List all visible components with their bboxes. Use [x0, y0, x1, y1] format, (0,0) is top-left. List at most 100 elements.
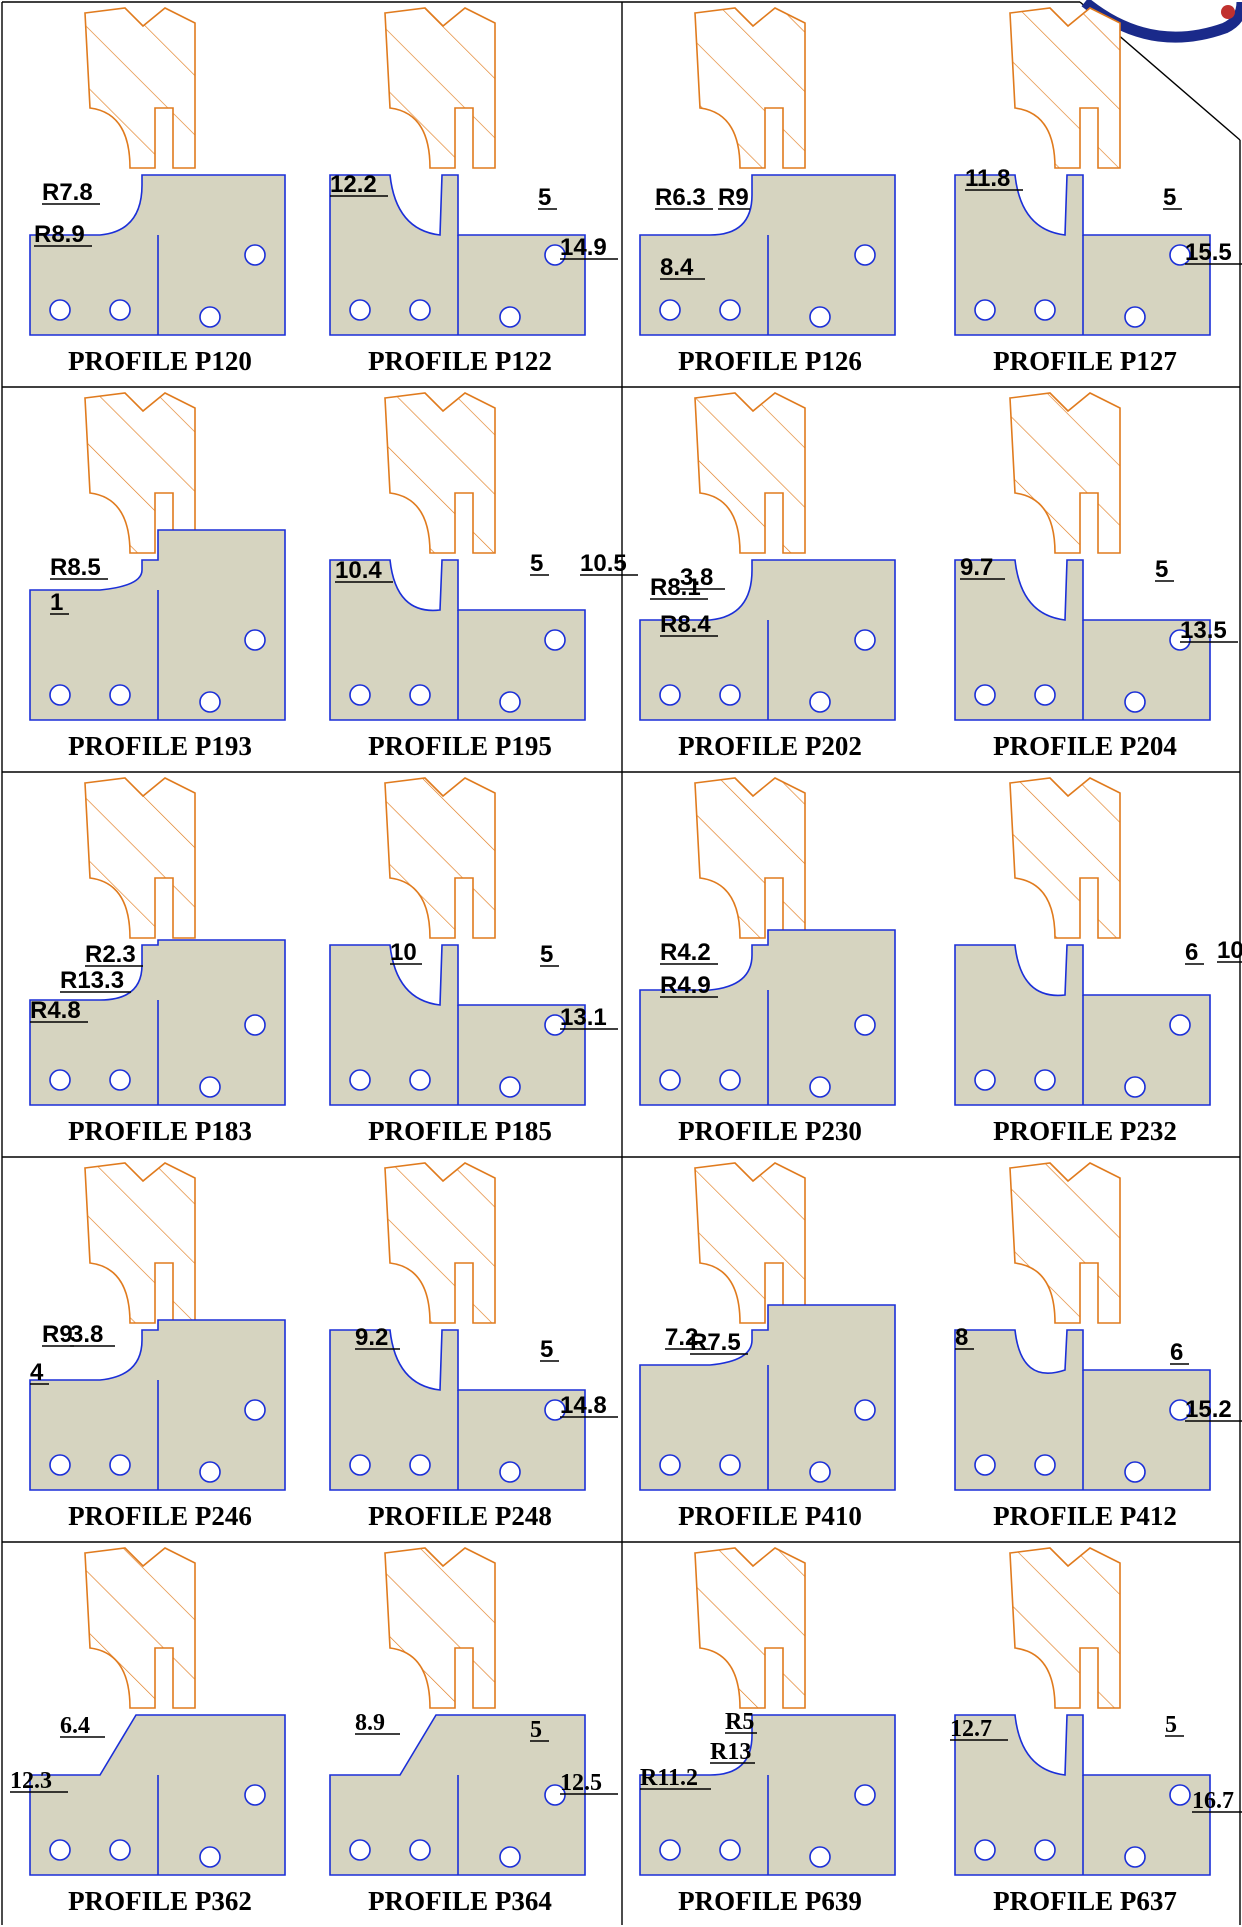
bolt-hole [499, 1076, 521, 1098]
bolt-hole [499, 306, 521, 328]
wood-hatch [85, 1548, 195, 1708]
bolt-hole [409, 1069, 431, 1091]
bolt-hole [854, 1399, 876, 1421]
bolt-hole [544, 1014, 566, 1036]
bolt-hole [349, 1069, 371, 1091]
bolt-hole [349, 1839, 371, 1861]
bolt-hole [974, 684, 996, 706]
dimension-label: 5 [540, 1336, 553, 1363]
bolt-hole [1034, 684, 1056, 706]
bolt-hole [659, 1839, 681, 1861]
dimension-label: 12.3 [10, 1768, 52, 1794]
bolt-hole [349, 299, 371, 321]
bolt-hole [544, 1784, 566, 1806]
bolt-hole [659, 684, 681, 706]
bolt-hole [109, 1839, 131, 1861]
profile-title: PROFILE P204 [993, 731, 1177, 761]
profile-title: PROFILE P364 [368, 1886, 552, 1916]
dimension-label: R5 [725, 1709, 754, 1735]
dimension-label: 9.2 [355, 1324, 388, 1351]
profile-title: PROFILE P246 [68, 1501, 252, 1531]
bolt-hole [109, 299, 131, 321]
dimension-label: 12.2 [330, 171, 377, 198]
dimension-label: R8.1 [650, 574, 701, 601]
bolt-hole [1124, 1846, 1146, 1868]
wood-hatch [85, 778, 195, 938]
wood-hatch [385, 1163, 495, 1323]
bolt-hole [109, 1069, 131, 1091]
dimension-label: R4.2 [660, 939, 711, 966]
bolt-hole [1169, 244, 1191, 266]
bolt-hole [854, 1014, 876, 1036]
bolt-hole [1169, 629, 1191, 651]
dimension-label: 8.9 [355, 1710, 385, 1736]
bolt-hole [49, 1454, 71, 1476]
bolt-hole [809, 1076, 831, 1098]
bolt-hole [1034, 1839, 1056, 1861]
bolt-hole [719, 299, 741, 321]
bolt-hole [719, 684, 741, 706]
dimension-label: R2.3 [85, 941, 136, 968]
dimension-label: R9 [42, 1321, 73, 1348]
dimension-label: R6.3 [655, 184, 706, 211]
dimension-label: 10 [390, 939, 417, 966]
dimension-label: R9 [718, 184, 749, 211]
bolt-hole [349, 684, 371, 706]
profile-title: PROFILE P410 [678, 1501, 862, 1531]
bolt-hole [1034, 1454, 1056, 1476]
bolt-hole [659, 1069, 681, 1091]
bolt-hole [809, 1461, 831, 1483]
bolt-hole [974, 1454, 996, 1476]
profile-title: PROFILE P195 [368, 731, 552, 761]
wood-hatch [695, 1163, 805, 1323]
dimension-label: 5 [1165, 1712, 1177, 1738]
dimension-label: 16.7 [1192, 1788, 1234, 1814]
wood-hatch [695, 8, 805, 168]
profile-title: PROFILE P230 [678, 1116, 862, 1146]
bolt-hole [109, 684, 131, 706]
bolt-hole [854, 244, 876, 266]
bolt-hole [974, 1069, 996, 1091]
dimension-label: R13.3 [60, 967, 124, 994]
dimension-label: 15.5 [1185, 239, 1232, 266]
bolt-hole [1124, 691, 1146, 713]
dimension-label: R7.5 [690, 1329, 741, 1356]
bolt-hole [544, 629, 566, 651]
dimension-label: 1 [50, 589, 63, 616]
profile-title: PROFILE P127 [993, 346, 1177, 376]
bolt-hole [109, 1454, 131, 1476]
bolt-hole [49, 299, 71, 321]
wood-hatch [85, 8, 195, 168]
bolt-hole [544, 244, 566, 266]
dimension-label: R8.9 [34, 221, 85, 248]
wood-hatch [85, 1163, 195, 1323]
wood-hatch [695, 778, 805, 938]
profile-title: PROFILE P120 [68, 346, 252, 376]
bolt-hole [244, 629, 266, 651]
dimension-label: R11.2 [640, 1765, 698, 1791]
dimension-label: 5 [1155, 556, 1168, 583]
dimension-label: 6 [1170, 1339, 1183, 1366]
bolt-hole [1124, 1461, 1146, 1483]
bolt-hole [409, 299, 431, 321]
dimension-label: 5 [530, 1717, 542, 1743]
bolt-hole [199, 1461, 221, 1483]
dimension-label: 9.7 [960, 554, 993, 581]
wood-hatch [385, 8, 495, 168]
dimension-label: 10.4 [335, 557, 382, 584]
dimension-label: 13.5 [1180, 617, 1227, 644]
dimension-label: 6 [1185, 939, 1198, 966]
bolt-hole [499, 691, 521, 713]
